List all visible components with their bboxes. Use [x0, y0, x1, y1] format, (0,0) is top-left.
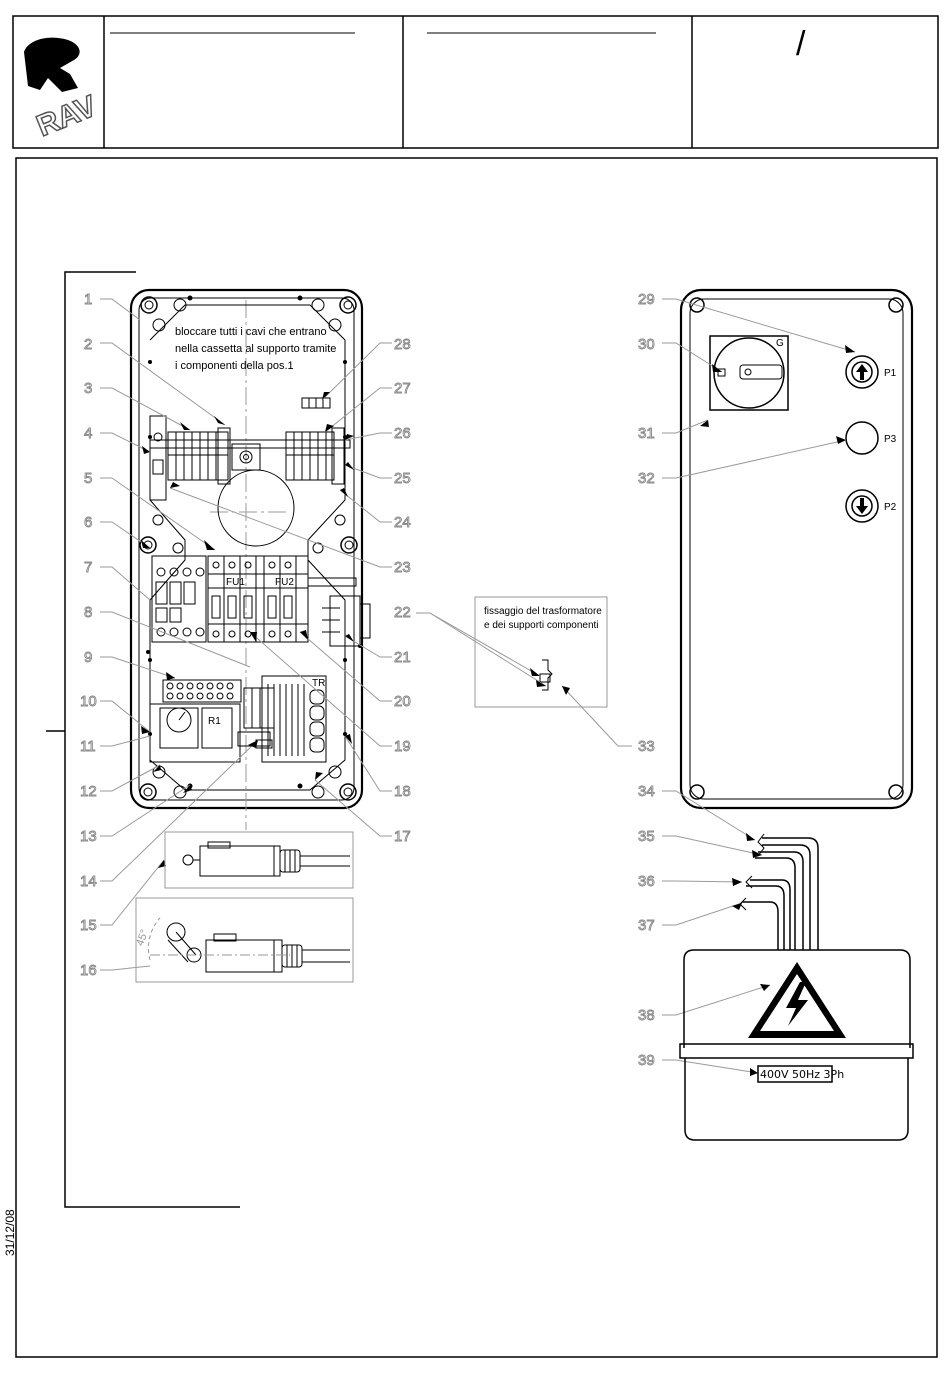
limit-switch-detail-bottom: 45°: [134, 897, 354, 983]
callout-5: 5: [84, 470, 92, 487]
fixing-note-line-2: e dei supporti componenti: [484, 620, 599, 631]
callout-20: 20: [394, 693, 411, 710]
motor-box: 400V 50Hz 3Ph: [679, 949, 914, 1141]
callout-10: 10: [80, 693, 97, 710]
drawing-bracket: [46, 271, 240, 1208]
callout-35: 35: [638, 828, 655, 845]
r1-label: R1: [208, 716, 221, 727]
callout-13: 13: [80, 828, 97, 845]
p3-button: P3: [845, 421, 897, 455]
limit-switch-detail-top: [164, 831, 354, 889]
fixing-note-line-1: fissaggio del trasformatore: [484, 606, 602, 617]
g-label: G: [776, 338, 784, 349]
callout-17: 17: [394, 828, 411, 845]
terminal-block-right: [285, 427, 345, 485]
p2-label: P2: [884, 502, 897, 513]
callout-3: 3: [84, 380, 92, 397]
main-frame: [15, 157, 938, 1358]
callout-24: 24: [394, 514, 411, 531]
arrowheads-left: [141, 392, 354, 868]
callout-7: 7: [84, 559, 92, 576]
p3-label: P3: [884, 434, 897, 445]
callout-36: 36: [638, 873, 655, 890]
callout-15: 15: [80, 917, 97, 934]
callout-33: 33: [638, 738, 655, 755]
control-enclosure: bloccare tutti i cavi che entrano nella …: [129, 288, 371, 830]
callout-2: 2: [84, 336, 92, 353]
callout-19: 19: [394, 738, 411, 755]
lower-terminals: [162, 679, 242, 703]
callouts-middle: 28 27 26 25 24 23 22 21 20 19 18 17: [394, 336, 412, 846]
callout-16: 16: [80, 962, 97, 979]
callout-1: 1: [84, 291, 92, 308]
enclosure-note-line-1: bloccare tutti i cavi che entrano: [175, 326, 327, 338]
leader-lines-left: [100, 298, 392, 971]
angle-label: 45°: [134, 928, 151, 948]
voltage-plate: 400V 50Hz 3Ph: [760, 1068, 844, 1081]
callout-6: 6: [84, 514, 92, 531]
callout-28: 28: [394, 336, 411, 353]
callout-9: 9: [84, 649, 92, 666]
callout-39: 39: [638, 1052, 655, 1069]
callout-12: 12: [80, 783, 97, 800]
callouts-right: 29 30 31 32 33 34 35 36 37 38 39: [638, 291, 656, 1070]
callout-38: 38: [638, 1007, 655, 1024]
callout-32: 32: [638, 470, 655, 487]
fu2-label: FU2: [275, 577, 294, 588]
side-date: 31/12/08: [3, 1209, 17, 1256]
p1-up-button: P1: [845, 355, 897, 389]
callout-8: 8: [84, 604, 92, 621]
cables: [739, 833, 819, 950]
callout-22: 22: [394, 604, 411, 621]
callout-23: 23: [394, 559, 411, 576]
callout-34: 34: [638, 783, 655, 800]
leader-lines-right: [662, 298, 856, 1074]
callout-30: 30: [638, 336, 655, 353]
callout-29: 29: [638, 291, 655, 308]
title-block: /: [12, 15, 939, 149]
logo-text: RAV: [32, 90, 101, 143]
callout-37: 37: [638, 917, 655, 934]
tr-label: TR: [312, 678, 325, 689]
callouts-left: 1 2 3 4 5 6 7 8 9 10 11 12 13 14 15 16: [80, 291, 98, 980]
p1-label: P1: [884, 368, 897, 379]
main-switch: G: [709, 335, 789, 411]
arrowheads-right: [700, 345, 855, 1076]
revision-mark: /: [796, 25, 806, 63]
callout-21: 21: [394, 649, 411, 666]
callout-31: 31: [638, 425, 655, 442]
callout-26: 26: [394, 425, 411, 442]
callout-25: 25: [394, 470, 411, 487]
callout-27: 27: [394, 380, 411, 397]
enclosure-note-line-3: i componenti della pos.1: [175, 360, 294, 372]
pendant-control: G P1 P3 P2: [679, 288, 914, 810]
contactor: [151, 555, 207, 643]
rav-logo: RAV: [24, 37, 102, 144]
fu1-label: FU1: [226, 577, 245, 588]
fixing-detail: fissaggio del trasformatore e dei suppor…: [416, 596, 632, 747]
transformer: TR: [261, 675, 327, 763]
callout-18: 18: [394, 783, 411, 800]
callout-11: 11: [80, 738, 96, 755]
terminal-block-left: [167, 427, 231, 485]
fuse-holders: FU1 FU2: [207, 555, 309, 643]
callout-4: 4: [84, 425, 92, 442]
callout-14: 14: [80, 873, 97, 890]
enclosure-note-line-2: nella cassetta al supporto tramite: [175, 343, 336, 355]
p2-down-button: P2: [845, 489, 897, 523]
